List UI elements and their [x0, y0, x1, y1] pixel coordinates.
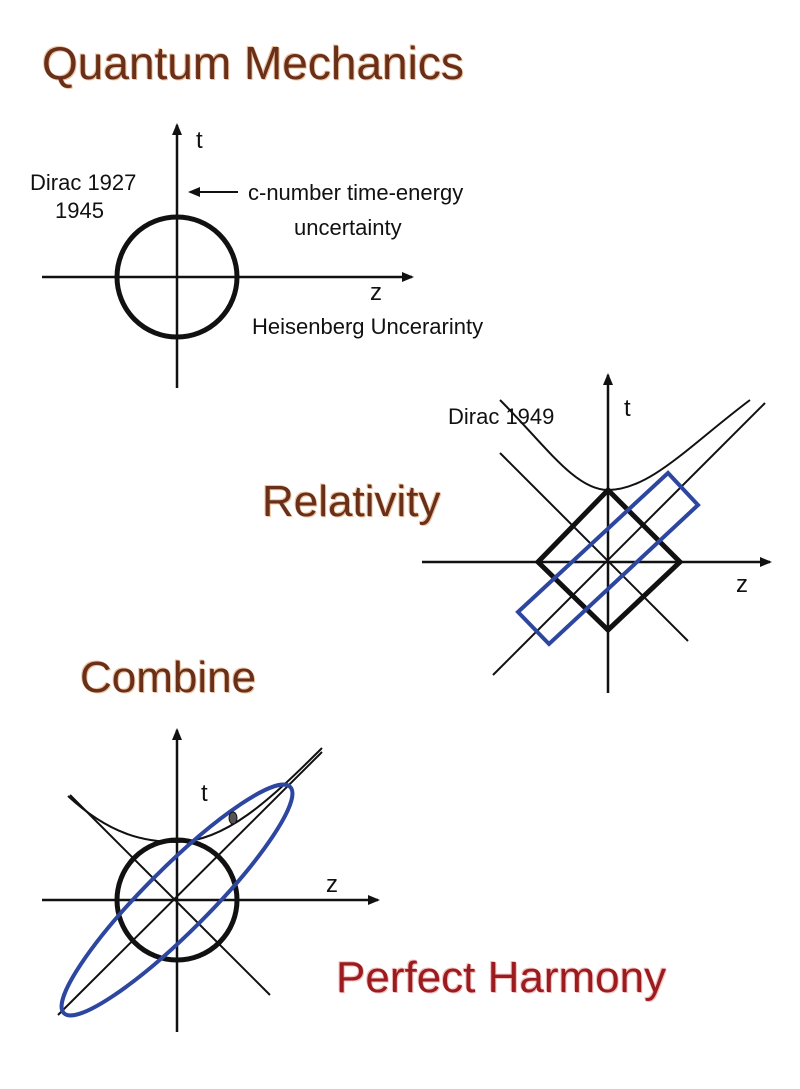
panel-quantum: t z Dirac 1927 1945 c-number time-energy… [30, 123, 483, 388]
combine-light-cone-line [57, 751, 323, 1016]
relativity-z-label: z [736, 571, 748, 598]
relativity-light-cone-line [492, 402, 766, 676]
quantum-heisenberg-label: Heisenberg Uncerarinty [252, 314, 483, 339]
quantum-uncertainty-circle [114, 214, 240, 340]
relativity-square [534, 486, 684, 634]
quantum-arrow-note-line1: c-number time-energy [248, 180, 463, 205]
relativity-t-label: t [624, 395, 631, 422]
heading-quantum-mechanics: Quantum Mechanics [42, 37, 464, 89]
relativity-dirac-label: Dirac 1949 [448, 404, 554, 429]
combine-blue-ellipse [59, 782, 295, 1018]
heading-combine: Combine [80, 653, 257, 702]
combine-light-cone-line [69, 794, 271, 996]
combine-z-label: z [326, 871, 338, 898]
panel-relativity: Dirac 1949 t z [422, 373, 772, 693]
relativity-blue-rectangle [515, 470, 701, 647]
quantum-dirac-year-2: 1945 [55, 198, 104, 223]
combine-t-label: t [201, 780, 208, 807]
combine-tangent-marker [228, 811, 238, 825]
quantum-z-label: z [370, 279, 382, 306]
heading-relativity: Relativity [262, 477, 441, 526]
combine-hyperbola [67, 747, 323, 844]
combine-circle [114, 837, 240, 963]
quantum-t-label: t [196, 127, 203, 154]
heading-perfect-harmony: Perfect Harmony [336, 953, 667, 1002]
relativity-light-cone-line [499, 452, 689, 642]
panel-combine: t z [42, 728, 380, 1032]
quantum-arrow-note-line2: uncertainty [294, 215, 402, 240]
quantum-dirac-year-1: Dirac 1927 [30, 170, 136, 195]
